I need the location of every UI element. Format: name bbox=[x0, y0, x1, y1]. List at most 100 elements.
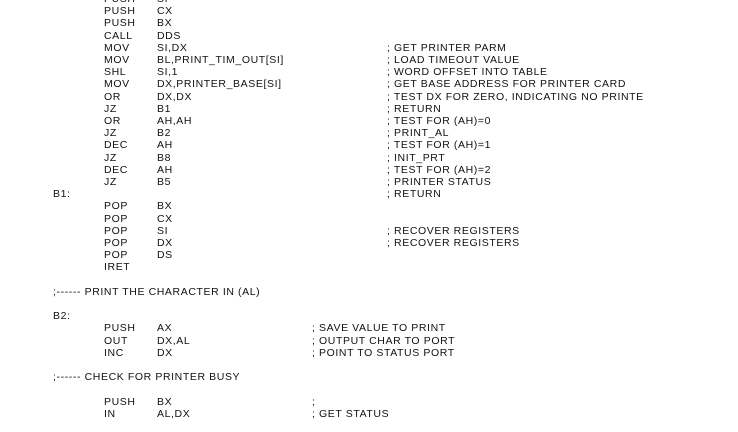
operand: AH,AH bbox=[157, 115, 193, 127]
opcode: OUT bbox=[104, 334, 128, 347]
code-line: POP DX ; RECOVER REGISTERS bbox=[0, 237, 738, 249]
code-label: B2: bbox=[53, 310, 71, 323]
code-comment: ; POINT TO STATUS PORT bbox=[312, 346, 455, 359]
code-line: JZ B2 ; PRINT_AL bbox=[0, 127, 738, 139]
section-comment-line: ;------ CHECK FOR PRINTER BUSY bbox=[0, 371, 738, 383]
code-line: POP BX bbox=[0, 200, 738, 212]
opcode: OR bbox=[104, 115, 121, 127]
operand: BX bbox=[157, 17, 173, 30]
code-comment: ; RECOVER REGISTERS bbox=[387, 237, 520, 249]
section-comment-line: ;------ PRINT THE CHARACTER IN (AL) bbox=[0, 286, 738, 298]
code-comment: ; TEST FOR (AH)=0 bbox=[387, 115, 492, 127]
blank-line bbox=[0, 274, 738, 286]
opcode: MOV bbox=[104, 78, 130, 91]
opcode: PUSH bbox=[104, 395, 136, 408]
code-comment: ; bbox=[312, 395, 316, 408]
code-comment: ; SAVE VALUE TO PRINT bbox=[312, 322, 446, 335]
opcode: POP bbox=[104, 224, 128, 237]
opcode: POP bbox=[104, 237, 128, 249]
code-comment: ; RETURN bbox=[387, 188, 442, 201]
blank-line bbox=[0, 298, 738, 310]
code-line: PUSH BX; bbox=[0, 396, 738, 408]
code-comment: ; PRINT_AL bbox=[387, 127, 450, 140]
operand: AH bbox=[157, 139, 173, 152]
label-line: B1: ; RETURN bbox=[0, 188, 738, 200]
code-comment: ; PRINTER STATUS bbox=[387, 176, 492, 188]
code-line: INC DX ; POINT TO STATUS PORT bbox=[0, 347, 738, 359]
code-line: POP SI ; RECOVER REGISTERS bbox=[0, 225, 738, 237]
operand: SI bbox=[157, 0, 168, 5]
code-line: OR DX,DX ; TEST DX FOR ZERO, INDICATING NO… bbox=[0, 91, 738, 103]
code-line: OR AH,AH ; TEST FOR (AH)=0 bbox=[0, 115, 738, 127]
opcode: PUSH bbox=[104, 0, 136, 5]
code-line: IRET bbox=[0, 261, 738, 273]
opcode: PUSH bbox=[104, 5, 136, 18]
operand: AH bbox=[157, 163, 173, 176]
operand: DX,DX bbox=[157, 90, 193, 103]
opcode: PUSH bbox=[104, 17, 136, 30]
opcode: POP bbox=[104, 212, 128, 225]
code-line: IN AL,DX ; GET STATUS bbox=[0, 408, 738, 420]
code-comment: ; WORD OFFSET INTO TABLE bbox=[387, 66, 548, 79]
opcode: JZ bbox=[104, 176, 117, 188]
operand: B1 bbox=[157, 102, 172, 115]
opcode: SHL bbox=[104, 66, 127, 79]
opcode: PUSH bbox=[104, 322, 136, 335]
code-comment: ; GET PRINTER PARM bbox=[387, 41, 507, 54]
operand: BX bbox=[157, 200, 173, 213]
code-comment: ; TEST DX FOR ZERO, INDICATING NO PRINTE bbox=[387, 90, 644, 103]
operand: CX bbox=[157, 212, 173, 225]
operand: B2 bbox=[157, 127, 172, 140]
section-comment: ;------ PRINT THE CHARACTER IN (AL) bbox=[53, 285, 261, 298]
blank-line bbox=[0, 359, 738, 371]
code-line: SHL SI,1 ; WORD OFFSET INTO TABLE bbox=[0, 66, 738, 78]
code-line: DEC AH ; TEST FOR (AH)=1 bbox=[0, 139, 738, 151]
operand: AX bbox=[157, 322, 173, 335]
code-comment: ; RECOVER REGISTERS bbox=[387, 224, 520, 237]
operand: SI,1 bbox=[157, 66, 179, 79]
blank-line bbox=[0, 383, 738, 395]
code-line: PUSH BX bbox=[0, 17, 738, 29]
opcode: POP bbox=[104, 249, 128, 262]
operand: AL,DX bbox=[157, 407, 191, 420]
operand: BX bbox=[157, 395, 173, 408]
opcode: POP bbox=[104, 200, 128, 213]
operand: DX,AL bbox=[157, 334, 191, 347]
label-line: B2: bbox=[0, 310, 738, 322]
opcode: JZ bbox=[104, 102, 117, 115]
code-comment: ; GET BASE ADDRESS FOR PRINTER CARD bbox=[387, 78, 627, 91]
opcode: JZ bbox=[104, 151, 117, 164]
opcode: DEC bbox=[104, 163, 128, 176]
operand: DX bbox=[157, 346, 173, 359]
opcode: JZ bbox=[104, 127, 117, 140]
operand: SI bbox=[157, 224, 169, 237]
code-line: PUSH SI bbox=[0, 0, 738, 5]
opcode: OR bbox=[104, 90, 121, 103]
code-label: B1: bbox=[53, 188, 71, 201]
opcode: DEC bbox=[104, 139, 128, 152]
operand: DDS bbox=[157, 29, 181, 42]
code-comment: ; TEST FOR (AH)=1 bbox=[387, 139, 492, 152]
code-line: PUSH AX ; SAVE VALUE TO PRINT bbox=[0, 322, 738, 334]
operand: B8 bbox=[157, 151, 172, 164]
code-comment: ; LOAD TIMEOUT VALUE bbox=[387, 54, 520, 66]
code-comment: ; OUTPUT CHAR TO PORT bbox=[312, 334, 456, 347]
section-comment: ;------ CHECK FOR PRINTER BUSY bbox=[53, 371, 241, 384]
code-comment: ; GET STATUS bbox=[312, 407, 390, 420]
opcode: IRET bbox=[104, 261, 131, 274]
operand: SI,DX bbox=[157, 41, 188, 54]
opcode: INC bbox=[104, 346, 124, 359]
operand: DX bbox=[157, 237, 173, 249]
opcode: IN bbox=[104, 407, 116, 420]
operand: BL,PRINT_TIM_OUT[SI] bbox=[157, 54, 284, 66]
